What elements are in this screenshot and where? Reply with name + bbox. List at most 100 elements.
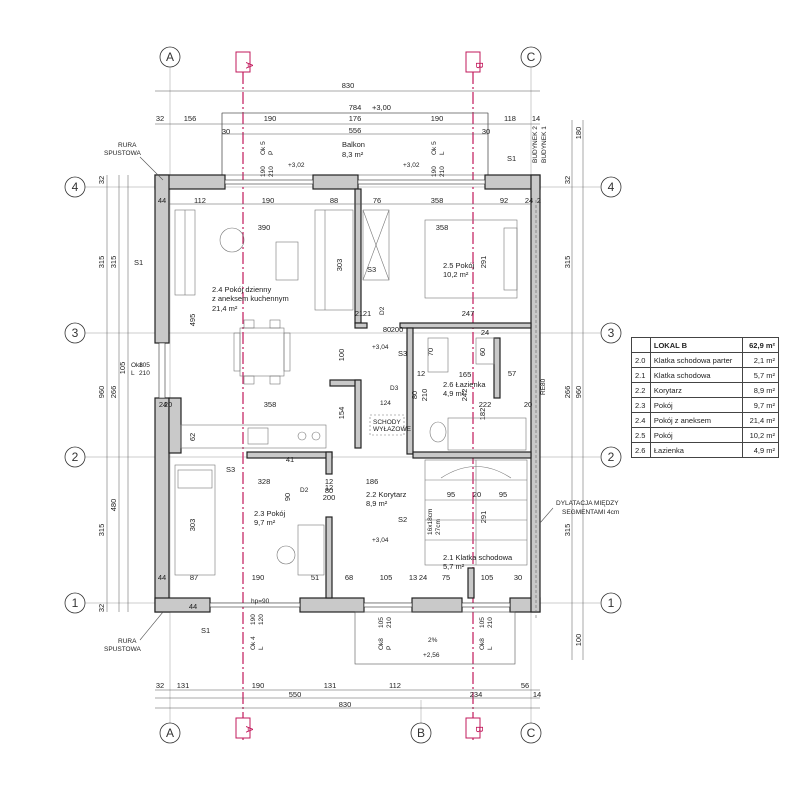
svg-text:131: 131 [177,681,190,690]
axis-c-top: C [520,46,542,68]
room-label-living: 2.4 Pokój dzienny z aneksem kuchennym 21… [212,285,289,313]
svg-text:2.4 Pokój dzienny: 2.4 Pokój dzienny [212,285,271,294]
svg-text:12: 12 [325,477,333,486]
svg-text:21: 21 [355,309,363,318]
svg-text:315: 315 [97,256,106,269]
legend-row: 2.2 Korytarz 8,9 m² [631,382,779,398]
svg-text:303: 303 [335,259,344,272]
bottom-dimensions: 32 131 190 131 112 234 56 14 550 830 [155,681,541,709]
dylatacja-line [535,200,554,620]
legend-no: 2.6 [631,442,651,458]
legend-row: 2.1 Klatka schodowa 5,7 m² [631,367,779,383]
legend-area: 10,2 m² [742,427,779,443]
svg-text:291: 291 [479,511,488,524]
svg-text:105: 105 [378,617,385,628]
svg-text:210: 210 [439,166,446,177]
svg-text:190: 190 [431,166,438,177]
svg-text:A: A [166,726,174,740]
svg-text:328: 328 [258,477,271,486]
svg-text:41: 41 [286,455,294,464]
legend-title: LOKAL B [649,337,744,353]
svg-text:SEGMENTAMI 4cm: SEGMENTAMI 4cm [562,509,619,516]
svg-text:190: 190 [252,573,265,582]
axis-4-right: 4 [600,176,622,198]
svg-text:87: 87 [190,573,198,582]
svg-text:L: L [487,646,494,650]
svg-text:32: 32 [97,176,106,184]
svg-text:32: 32 [97,604,106,612]
axis-3-left: 3 [64,322,86,344]
svg-text:105: 105 [479,617,486,628]
svg-text:S3: S3 [367,265,376,274]
svg-text:190: 190 [260,166,267,177]
svg-text:S1: S1 [201,626,210,635]
svg-text:62: 62 [188,433,197,441]
legend-total: 62,9 m² [742,337,779,353]
svg-text:10,2 m²: 10,2 m² [443,270,469,279]
svg-text:57: 57 [508,369,516,378]
svg-text:BUDYNEK 1: BUDYNEK 1 [541,126,548,163]
axis-a-top: A [159,46,181,68]
svg-text:RURA: RURA [118,638,137,645]
svg-text:32: 32 [156,681,164,690]
legend-name: Łazienka [649,442,744,458]
svg-text:2.3 Pokój: 2.3 Pokój [254,509,286,518]
svg-text:210: 210 [386,617,393,628]
svg-text:14: 14 [532,114,540,123]
svg-text:390: 390 [258,223,271,232]
svg-text:Ok8: Ok8 [378,638,385,650]
svg-text:190: 190 [252,681,265,690]
svg-text:112: 112 [194,196,206,205]
legend-name: Pokój [649,397,744,413]
svg-text:2.2 Korytarz: 2.2 Korytarz [366,490,407,499]
svg-text:+3,02: +3,02 [403,162,420,169]
svg-text:56: 56 [521,681,529,690]
legend-no: 2.3 [631,397,651,413]
svg-text:44: 44 [158,196,166,205]
svg-text:495: 495 [188,314,197,327]
svg-text:hp=90: hp=90 [251,598,270,605]
svg-text:Ok 5: Ok 5 [260,141,267,155]
svg-text:105: 105 [481,573,494,582]
window-labels: Ok 5 P 190 210 Ok 5 L 190 210 Ok8 L 105 … [131,141,494,650]
svg-text:12: 12 [325,483,333,492]
svg-text:112: 112 [389,681,401,690]
svg-text:RE80: RE80 [540,378,547,395]
svg-text:16x18cm: 16x18cm [427,509,434,535]
svg-text:2: 2 [72,450,79,464]
axis-3-right: 3 [600,322,622,344]
svg-text:100: 100 [574,634,583,647]
svg-text:44: 44 [189,602,197,611]
svg-text:44: 44 [158,573,166,582]
svg-text:80: 80 [383,325,391,334]
room-label-bed23: 2.3 Pokój 9,7 m² [254,509,286,527]
svg-text:105: 105 [139,362,150,369]
svg-text:210: 210 [487,617,494,628]
axis-2-left: 2 [64,446,86,468]
svg-text:3: 3 [608,326,615,340]
svg-text:234: 234 [470,690,483,699]
legend-row: 2.6 Łazienka 4,9 m² [631,442,779,458]
svg-text:A: A [166,50,174,64]
svg-text:210: 210 [420,389,429,402]
rura-label-top: RURA SPUSTOWA [104,142,164,181]
svg-text:182: 182 [478,408,487,421]
svg-text:21,4 m²: 21,4 m² [212,304,238,313]
svg-text:165: 165 [459,370,472,379]
svg-text:9,7 m²: 9,7 m² [254,518,276,527]
svg-text:1: 1 [72,596,79,610]
svg-text:L: L [439,151,446,155]
svg-text:80: 80 [325,486,333,495]
svg-text:A: A [243,726,254,733]
axis-b-bottom: B [410,722,432,744]
room-label-bath: 2.6 Łazienka 4,9 m² [443,380,486,398]
svg-text:D3: D3 [390,385,399,392]
budynek-labels: BUDYNEK 2 BUDYNEK 1 [532,126,548,163]
legend-no: 2.0 [631,352,651,368]
svg-text:20: 20 [473,490,481,499]
svg-text:247: 247 [462,309,475,318]
svg-text:266: 266 [563,386,572,399]
svg-text:L: L [131,370,135,377]
svg-text:A: A [243,62,254,69]
